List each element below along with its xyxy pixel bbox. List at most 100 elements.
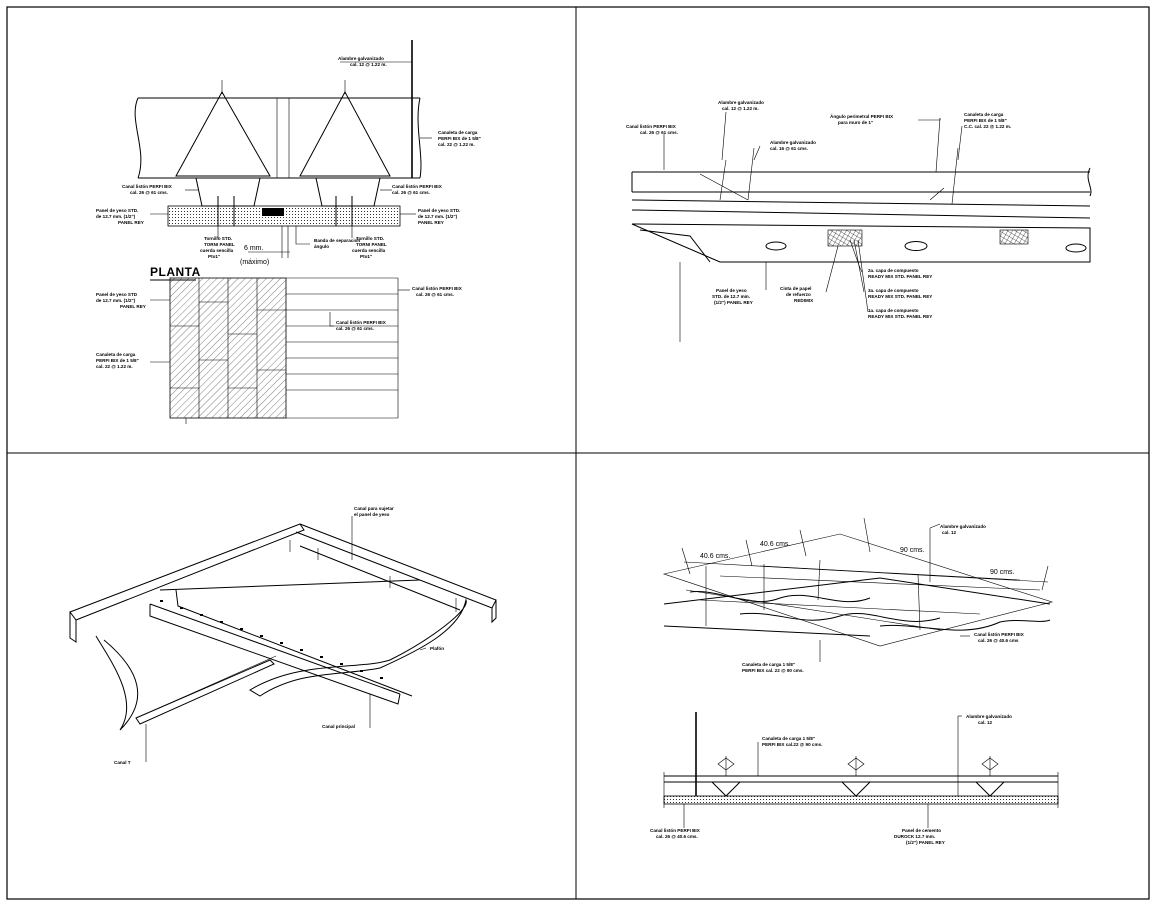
- label-p2-alambre2-sub: cal. 16 @ 61 cms.: [770, 146, 808, 151]
- label-dim-max-sub: (máximo): [240, 259, 269, 266]
- label-p2-cinta-sub1: de refuerzo: [786, 292, 811, 297]
- section-labels: Alambre galvanizado cal. 12 @ 1.22 m. Ca…: [96, 56, 481, 266]
- label-canaleta-sub2: cal. 22 @ 1.22 m.: [438, 142, 475, 147]
- label-p4-sec-canaleta-sub: PERFI BIX cal.22 @ 90 cms.: [762, 742, 822, 747]
- label-p4-sec-canal-sub: cal. 26 @ 40.6 cms.: [656, 834, 698, 839]
- label-panel-left-sub2: PANEL REY: [118, 220, 144, 225]
- label-tornillo-left-sub2: cuerda sencilla: [200, 248, 234, 253]
- label-tornillo-right: Tornillo STD.: [356, 236, 384, 241]
- label-plan-panel-sub1: de 12.7 mm. (1/2"): [96, 298, 136, 303]
- label-plan-canaleta-sub2: cal. 22 @ 1.22 m.: [96, 364, 133, 369]
- label-tornillo-left-sub3: Pto1": [208, 254, 220, 259]
- panel-section-plan: Alambre galvanizado cal. 12 @ 1.22 m. Ca…: [96, 40, 481, 424]
- label-panel-right-sub2: PANEL REY: [418, 220, 444, 225]
- label-canaleta-sub1: PERFI BIX de 1 5/8": [438, 136, 481, 141]
- label-canal-right: Canal listón PERFI BIX: [392, 184, 443, 189]
- label-plan-canal-r-sub: cal. 26 @ 61 cms.: [416, 292, 454, 297]
- section-leaders: [150, 61, 432, 245]
- label-canal-left: Canal listón PERFI BIX: [122, 184, 173, 189]
- label-plan-canal-m-sub: cal. 26 @ 61 cms.: [336, 326, 374, 331]
- label-p2-panel-sub1: STD. de 12.7 mm.: [712, 294, 750, 299]
- label-tornillo-left-sub1: TORNI PANEL: [204, 242, 235, 247]
- label-p2-capa1: 1a. capa de compuesto: [868, 308, 919, 313]
- label-p4-sec-panel: Panel de cemento: [902, 828, 941, 833]
- isometric-leaders: [145, 516, 427, 762]
- suspended-grid-drawing: [69, 523, 497, 731]
- label-p2-canaleta-sub2: C.C. cal. 22 @ 1.22 m.: [964, 124, 1011, 129]
- label-p2-capa3-sub: READY MIX STD. PANEL REY: [868, 294, 932, 299]
- label-p4-canal-sub: cal. 26 @ 40.6 cms: [978, 638, 1019, 643]
- label-p4-canal: Canal listón PERFI BIX: [974, 632, 1025, 637]
- label-p4-canaleta-sub: PERFI BIX cal. 22 @ 90 cms.: [742, 668, 804, 673]
- label-plan-canal-r: Canal listón PERFI BIX: [412, 286, 463, 291]
- perspective-leaders: [663, 111, 963, 313]
- label-p4-canaleta: Canaleta de carga 1 5/8": [742, 662, 795, 667]
- ceiling-perspective-drawing: [631, 117, 1092, 342]
- perspective-labels: Canal listón PERFI BIX cal. 26 @ 61 cms.…: [626, 100, 1011, 319]
- label-p4-dim1: 40.6 cms.: [700, 553, 730, 560]
- ceiling-section-drawing: [134, 40, 422, 258]
- label-p4-sec-panel-sub1: DUROCK 12.7 mm.: [894, 834, 935, 839]
- label-p3-canal-t: Canal T: [114, 760, 131, 765]
- label-p2-alambre: Alambre galvanizado: [718, 100, 764, 105]
- label-banda: Banda de separación: [314, 238, 360, 243]
- grid-perspective-labels: 40.6 cms. 40.6 cms. 90 cms. 90 cms. Alam…: [700, 524, 1025, 673]
- label-p4-dim4: 90 cms.: [990, 569, 1015, 576]
- label-canaleta: Canaleta de carga: [438, 130, 478, 135]
- label-p2-panel: Panel de yeso: [716, 288, 747, 293]
- channel-section-drawing: [663, 712, 1059, 808]
- label-p3-plafon: Plafón: [430, 646, 444, 651]
- label-panel-left-sub1: de 12.7 mm. (1/2"): [96, 214, 136, 219]
- label-p2-alambre-sub: cal. 12 @ 1.22 m.: [722, 106, 759, 111]
- section-strip-labels: Canaleta de carga 1 5/8" PERFI BIX cal.2…: [650, 714, 1012, 845]
- label-p4-sec-alambre: Alambre galvanizado: [966, 714, 1012, 719]
- plan-title: PLANTA: [150, 265, 201, 279]
- channel-grid-perspective: [662, 517, 1054, 647]
- label-p4-sec-canaleta: Canaleta de carga 1 5/8": [762, 736, 815, 741]
- label-p2-alambre2: Alambre galvanizado: [770, 140, 816, 145]
- label-plan-panel: Panel de yeso STD: [96, 292, 138, 297]
- label-alambre: Alambre galvanizado: [338, 56, 384, 61]
- label-p4-sec-panel-sub2: (1/2") PANEL REY: [906, 840, 945, 845]
- label-p4-sec-canal: Canal listón PERFI BIX: [650, 828, 701, 833]
- label-p4-alambre: Alambre galvanizado: [940, 524, 986, 529]
- panel-grid-and-section: 40.6 cms. 40.6 cms. 90 cms. 90 cms. Alam…: [650, 517, 1059, 845]
- label-p4-dim2: 40.6 cms.: [760, 541, 790, 548]
- label-banda-sub: ángulo: [314, 244, 329, 249]
- label-p3-canal-principal: Canal principal: [322, 724, 355, 729]
- panel-perspective-ceiling: Canal listón PERFI BIX cal. 26 @ 61 cms.…: [626, 100, 1092, 342]
- label-p2-canal-sub: cal. 26 @ 61 cms.: [640, 130, 678, 135]
- label-p2-capa2-sub: READY MIX STD. PANEL REY: [868, 274, 932, 279]
- label-tornillo-left: Tornillo STD.: [204, 236, 232, 241]
- label-p2-capa3: 3a. capa de compuesto: [868, 288, 919, 293]
- label-panel-right-sub1: de 12.7 mm. (1/2"): [418, 214, 458, 219]
- label-tornillo-right-sub2: cuerda sencilla: [352, 248, 386, 253]
- label-p2-cinta: Cinta de papel: [780, 286, 811, 291]
- label-dim-max: 6 mm.: [244, 245, 264, 252]
- label-p2-angulo: Ángulo perimetral PERFI BIX: [830, 113, 894, 119]
- label-p2-capa1-sub: READY MIX STD. PANEL REY: [868, 314, 932, 319]
- label-canal-right-sub: cal. 26 @ 61 cms.: [392, 190, 430, 195]
- label-panel-left: Panel de yeso STD.: [96, 208, 138, 213]
- label-panel-right: Panel de yeso STD.: [418, 208, 460, 213]
- label-plan-panel-sub2: PANEL REY: [120, 304, 146, 309]
- label-p2-canal: Canal listón PERFI BIX: [626, 124, 677, 129]
- grid-perspective-leaders: [819, 523, 970, 662]
- label-p2-canaleta: Canaleta de carga: [964, 112, 1004, 117]
- label-plan-canal-m: Canal listón PERFI BIX: [336, 320, 387, 325]
- label-p2-angulo-sub: para muro de 1": [838, 120, 873, 125]
- label-tornillo-right-sub3: Pto1": [360, 254, 372, 259]
- label-p2-canaleta-sub1: PERFI BIX de 1 5/8": [964, 118, 1007, 123]
- ceiling-plan-drawing: PLANTA: [150, 265, 410, 424]
- label-alambre-sub: cal. 12 @ 1.22 m.: [350, 62, 387, 67]
- label-tornillo-right-sub1: TORNI PANEL: [356, 242, 387, 247]
- label-p4-alambre-sub: cal. 12: [942, 530, 956, 535]
- label-canal-left-sub: cal. 26 @ 61 cms.: [130, 190, 168, 195]
- section-strip-leaders: [683, 715, 962, 828]
- isometric-labels: Canal para sujetar el panel de yeso Plaf…: [114, 506, 444, 765]
- plan-labels: Panel de yeso STD de 12.7 mm. (1/2") PAN…: [96, 286, 463, 369]
- label-p4-dim3: 90 cms.: [900, 547, 925, 554]
- label-plan-canaleta-sub1: PERFI BIX de 1 5/8": [96, 358, 139, 363]
- sheet-frame: [6, 6, 1150, 900]
